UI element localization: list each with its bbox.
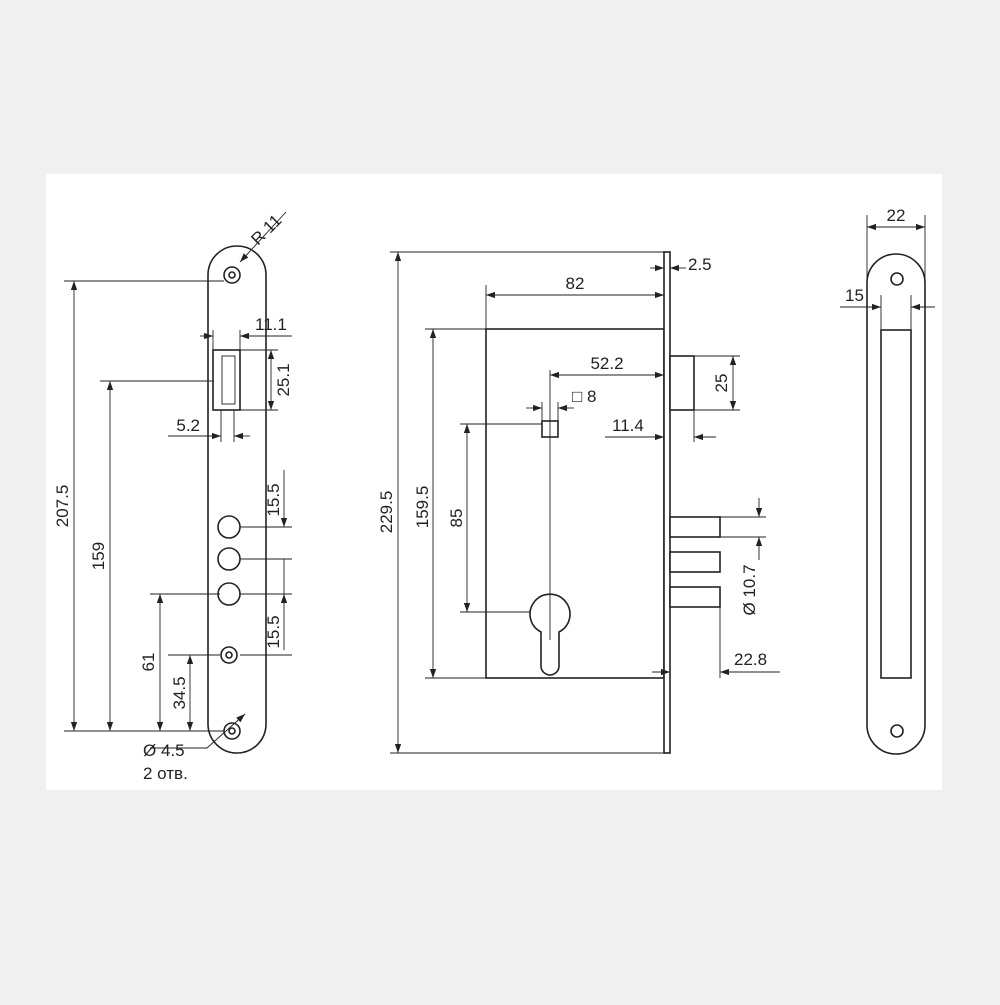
cylinder-keyhole (529, 593, 571, 676)
lock-faceplate (663, 251, 671, 754)
latch-width-label: 11.1 (255, 315, 287, 334)
faceplate-inner-width-label: 15 (845, 286, 864, 305)
square-backset-label: 52.2 (590, 354, 623, 373)
deadbolt-3 (669, 586, 721, 608)
screw-count-label: 2 отв. (143, 764, 188, 783)
hole-pitch-bottom-label: 15.5 (264, 615, 283, 648)
lock-case (485, 328, 665, 679)
top-screw-hole-center (228, 271, 236, 279)
latch-offset-label: 5.2 (176, 416, 200, 435)
strike-plate-view: R 11 207.5 159 61 34.5 25.1 11.1 5.2 15.… (53, 211, 293, 783)
lock-total-height-label: 229.5 (377, 491, 396, 534)
hole-pitch-top-label: 15.5 (264, 483, 283, 516)
total-height-label: 207.5 (53, 485, 72, 528)
deadbolt-1 (669, 516, 721, 538)
faceplate-outline (866, 253, 926, 755)
faceplate-bottom-hole (890, 724, 904, 738)
top-screw-hole (223, 266, 241, 284)
deadbolt-2 (669, 551, 721, 573)
fixing-hole-center (225, 651, 233, 659)
body-width-label: 82 (566, 274, 585, 293)
latch-opening (212, 349, 241, 411)
lock-body-height-label: 159.5 (413, 486, 432, 529)
bolt-diameter-label: Ø 10.7 (740, 564, 759, 615)
height-to-holes-label: 61 (139, 653, 158, 672)
faceplate-width-label: 22 (887, 206, 906, 225)
square-size-label: □ 8 (572, 387, 596, 406)
faceplate-thickness-label: 2.5 (688, 255, 712, 274)
faceplate-view: 22 15 (840, 206, 935, 755)
strike-plate-outline (207, 245, 267, 754)
latch-opening-inner (221, 355, 236, 405)
latch-throw-label: 11.4 (612, 416, 644, 435)
latch-height-label: 25.1 (274, 363, 293, 396)
bottom-screw-hole-center (228, 727, 236, 735)
faceplate-top-hole (890, 272, 904, 286)
latch-bolt (669, 355, 695, 411)
bolt-throw-label: 22.8 (734, 650, 767, 669)
lock-body-view: 229.5 159.5 85 82 2.5 52.2 □ 8 25 11.4 Ø… (377, 251, 780, 754)
latch-height-label: 25 (712, 374, 731, 393)
backset-to-square-label: 85 (447, 509, 466, 528)
screw-diameter-label: Ø 4.5 (143, 741, 185, 760)
height-to-latch-label: 159 (89, 542, 108, 570)
faceplate-slot (880, 329, 912, 679)
fixing-hole (220, 646, 238, 664)
height-to-screw-label: 34.5 (170, 676, 189, 709)
